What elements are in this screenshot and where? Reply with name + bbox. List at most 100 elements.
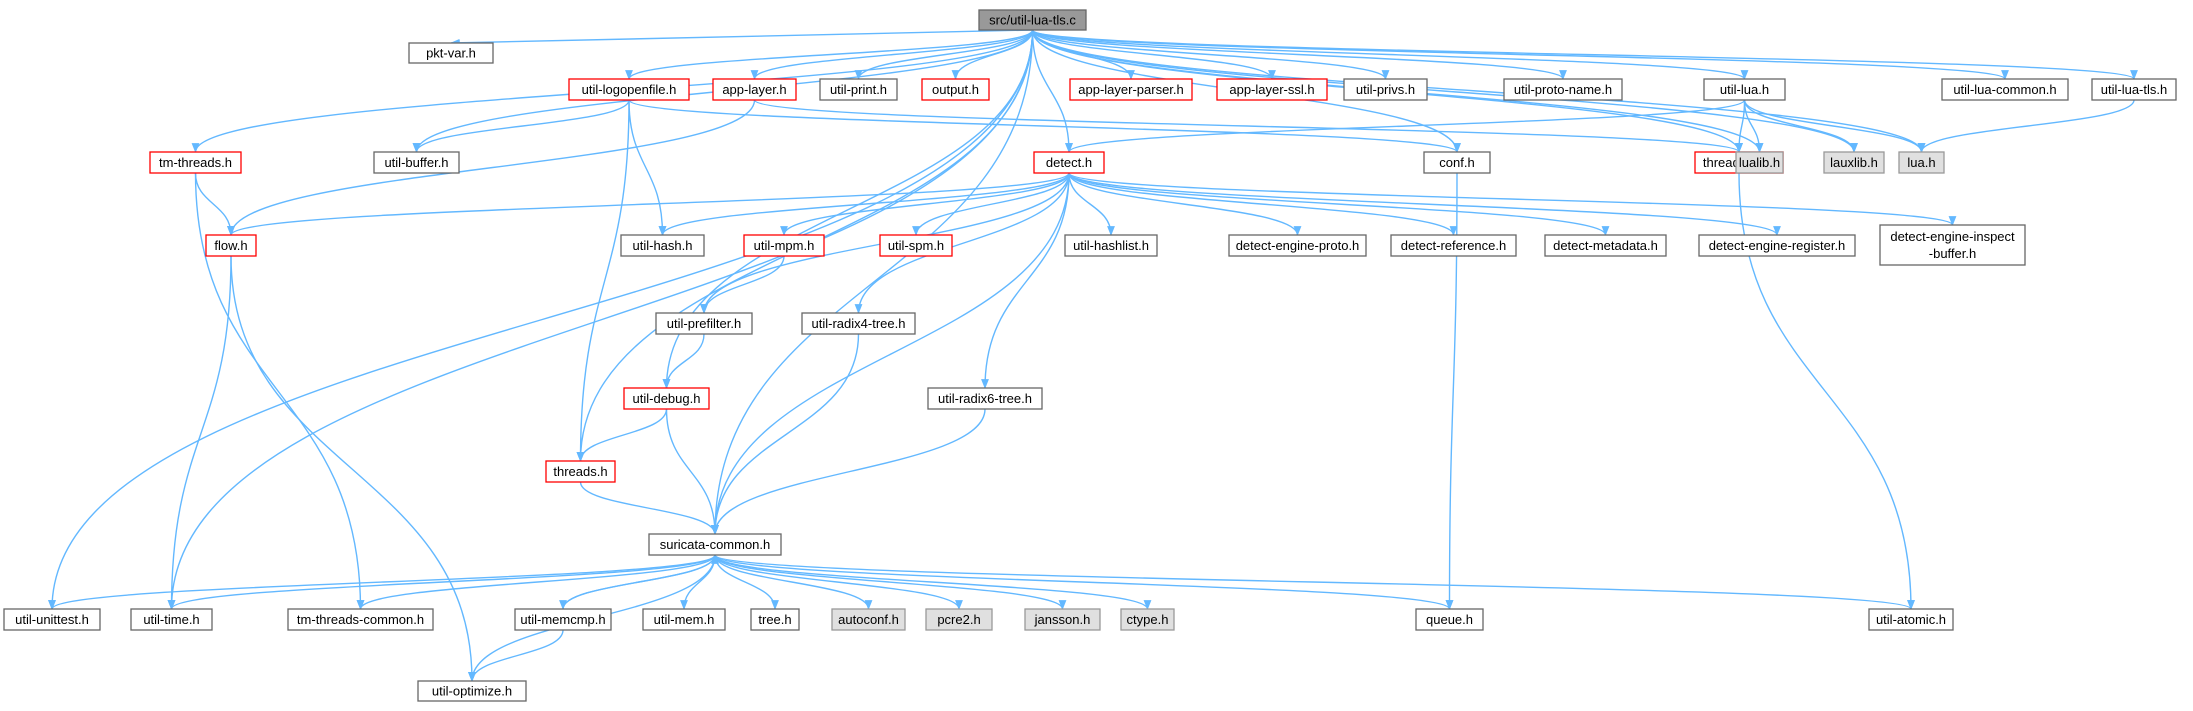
edge-logopen-to-threads bbox=[576, 99, 630, 462]
node-label-radix4: util-radix4-tree.h bbox=[812, 316, 906, 331]
edge-detect-to-mpm bbox=[780, 172, 1070, 236]
edge-common-to-atomic bbox=[714, 554, 1915, 610]
node-dref[interactable]: detect-reference.h bbox=[1390, 234, 1517, 257]
node-label-tree: tree.h bbox=[758, 612, 791, 627]
node-memcmp[interactable]: util-memcmp.h bbox=[514, 608, 612, 631]
node-layer: src/util-lua-tls.c pkt-var.h util-logopenf… bbox=[3, 9, 2177, 702]
node-box-lualib bbox=[1735, 151, 1784, 174]
node-box-logopen bbox=[568, 78, 690, 101]
node-box-spm bbox=[879, 234, 953, 257]
node-label-tmcommon: tm-threads-common.h bbox=[297, 612, 424, 627]
node-flow[interactable]: flow.h bbox=[205, 234, 257, 257]
node-box-tmcommon bbox=[287, 608, 434, 631]
edge-utillua-to-lualib bbox=[1743, 99, 1764, 153]
edge-layer bbox=[48, 29, 2138, 682]
edge-common-to-tmcommon bbox=[356, 554, 716, 610]
node-pcre2[interactable]: pcre2.h bbox=[925, 608, 993, 631]
node-utilprint[interactable]: util-print.h bbox=[819, 78, 898, 101]
node-queue[interactable]: queue.h bbox=[1415, 608, 1484, 631]
node-unittest[interactable]: util-unittest.h bbox=[3, 608, 101, 631]
edge-logopen-to-buffer bbox=[412, 99, 630, 153]
node-alparser[interactable]: app-layer-parser.h bbox=[1069, 78, 1193, 101]
edge-tmthreads-to-flow bbox=[194, 172, 235, 236]
node-optimize[interactable]: util-optimize.h bbox=[417, 680, 527, 702]
edge-root-to-luatls bbox=[1031, 29, 2138, 80]
node-label-prefilter: util-prefilter.h bbox=[667, 316, 741, 331]
node-luacommon[interactable]: util-lua-common.h bbox=[1941, 78, 2069, 101]
node-label-dereg: detect-engine-register.h bbox=[1709, 238, 1846, 253]
node-box-detect bbox=[1033, 151, 1105, 174]
node-label-lualib: lualib.h bbox=[1739, 155, 1780, 170]
node-tmthreads[interactable]: tm-threads.h bbox=[149, 151, 242, 174]
node-protoname[interactable]: util-proto-name.h bbox=[1503, 78, 1623, 101]
node-deinsp[interactable]: detect-engine-inspect-buffer.h bbox=[1879, 224, 2026, 266]
node-lauxlib[interactable]: lauxlib.h bbox=[1823, 151, 1885, 174]
node-atomic[interactable]: util-atomic.h bbox=[1868, 608, 1954, 631]
edge-memcmp-to-common bbox=[562, 554, 719, 610]
node-hashlist[interactable]: util-hashlist.h bbox=[1064, 234, 1158, 257]
edge-root-to-common bbox=[711, 29, 1034, 535]
node-detect[interactable]: detect.h bbox=[1033, 151, 1105, 174]
node-alssl[interactable]: app-layer-ssl.h bbox=[1216, 78, 1328, 101]
node-prefilter[interactable]: util-prefilter.h bbox=[655, 312, 753, 335]
node-lualib[interactable]: lualib.h bbox=[1735, 151, 1784, 174]
node-threads[interactable]: threads.h bbox=[545, 460, 616, 483]
node-label-queue: queue.h bbox=[1426, 612, 1473, 627]
node-applayer[interactable]: app-layer.h bbox=[712, 78, 797, 101]
edge-memcmp-to-optimize bbox=[468, 629, 564, 682]
node-label-conf: conf.h bbox=[1439, 155, 1474, 170]
edge-common-to-queue bbox=[714, 554, 1454, 610]
node-radix4[interactable]: util-radix4-tree.h bbox=[801, 312, 916, 335]
node-privs[interactable]: util-privs.h bbox=[1343, 78, 1428, 101]
edge-radix4-to-common bbox=[711, 333, 860, 535]
node-lua[interactable]: lua.h bbox=[1898, 151, 1945, 174]
node-label-mem: util-mem.h bbox=[654, 612, 715, 627]
node-buffer[interactable]: util-buffer.h bbox=[373, 151, 460, 174]
edge-detect-to-hash bbox=[658, 172, 1070, 236]
node-mpm[interactable]: util-mpm.h bbox=[743, 234, 825, 257]
node-box-deinsp bbox=[1879, 224, 2026, 266]
edge-detect-to-radix6 bbox=[981, 172, 1070, 389]
node-root[interactable]: src/util-lua-tls.c bbox=[978, 9, 1087, 31]
node-label-pcre2: pcre2.h bbox=[937, 612, 980, 627]
edge-root-to-privs bbox=[1031, 29, 1390, 80]
node-pktvar[interactable]: pkt-var.h bbox=[408, 42, 494, 64]
node-output[interactable]: output.h bbox=[921, 78, 990, 101]
node-label-ctype: ctype.h bbox=[1127, 612, 1169, 627]
node-hash[interactable]: util-hash.h bbox=[620, 234, 705, 257]
node-tmcommon[interactable]: tm-threads-common.h bbox=[287, 608, 434, 631]
node-label-protoname: util-proto-name.h bbox=[1514, 82, 1612, 97]
node-ctype[interactable]: ctype.h bbox=[1120, 608, 1175, 631]
node-conf[interactable]: conf.h bbox=[1423, 151, 1491, 174]
node-box-privs bbox=[1343, 78, 1428, 101]
node-box-applayer bbox=[712, 78, 797, 101]
node-deproto[interactable]: detect-engine-proto.h bbox=[1228, 234, 1367, 257]
node-radix6[interactable]: util-radix6-tree.h bbox=[927, 387, 1043, 410]
node-dmeta[interactable]: detect-metadata.h bbox=[1544, 234, 1667, 257]
node-label-flow: flow.h bbox=[214, 238, 247, 253]
node-tree[interactable]: tree.h bbox=[750, 608, 800, 631]
node-jansson[interactable]: jansson.h bbox=[1024, 608, 1101, 631]
node-box-deproto bbox=[1228, 234, 1367, 257]
node-utillua[interactable]: util-lua.h bbox=[1703, 78, 1786, 101]
node-debug[interactable]: util-debug.h bbox=[623, 387, 710, 410]
node-luatls[interactable]: util-lua-tls.h bbox=[2091, 78, 2177, 101]
node-label-root: src/util-lua-tls.c bbox=[989, 13, 1076, 28]
node-logopen[interactable]: util-logopenfile.h bbox=[568, 78, 690, 101]
node-dereg[interactable]: detect-engine-register.h bbox=[1698, 234, 1856, 257]
node-autoconf[interactable]: autoconf.h bbox=[831, 608, 906, 631]
edge-detect-to-dmeta bbox=[1068, 172, 1610, 236]
node-utime[interactable]: util-time.h bbox=[130, 608, 213, 631]
node-label-dmeta: detect-metadata.h bbox=[1553, 238, 1658, 253]
node-spm[interactable]: util-spm.h bbox=[879, 234, 953, 257]
node-mem[interactable]: util-mem.h bbox=[642, 608, 726, 631]
node-common[interactable]: suricata-common.h bbox=[648, 533, 782, 556]
edge-detect-to-common bbox=[711, 172, 1070, 535]
edge-detect-to-deproto bbox=[1068, 172, 1302, 236]
edge-applayer-to-threadvars bbox=[753, 99, 1743, 153]
node-label-pktvar: pkt-var.h bbox=[426, 46, 476, 61]
edge-root-to-utime bbox=[167, 29, 1034, 610]
edge-detect-to-dereg bbox=[1068, 172, 1781, 236]
edge-common-to-utime bbox=[167, 554, 716, 610]
